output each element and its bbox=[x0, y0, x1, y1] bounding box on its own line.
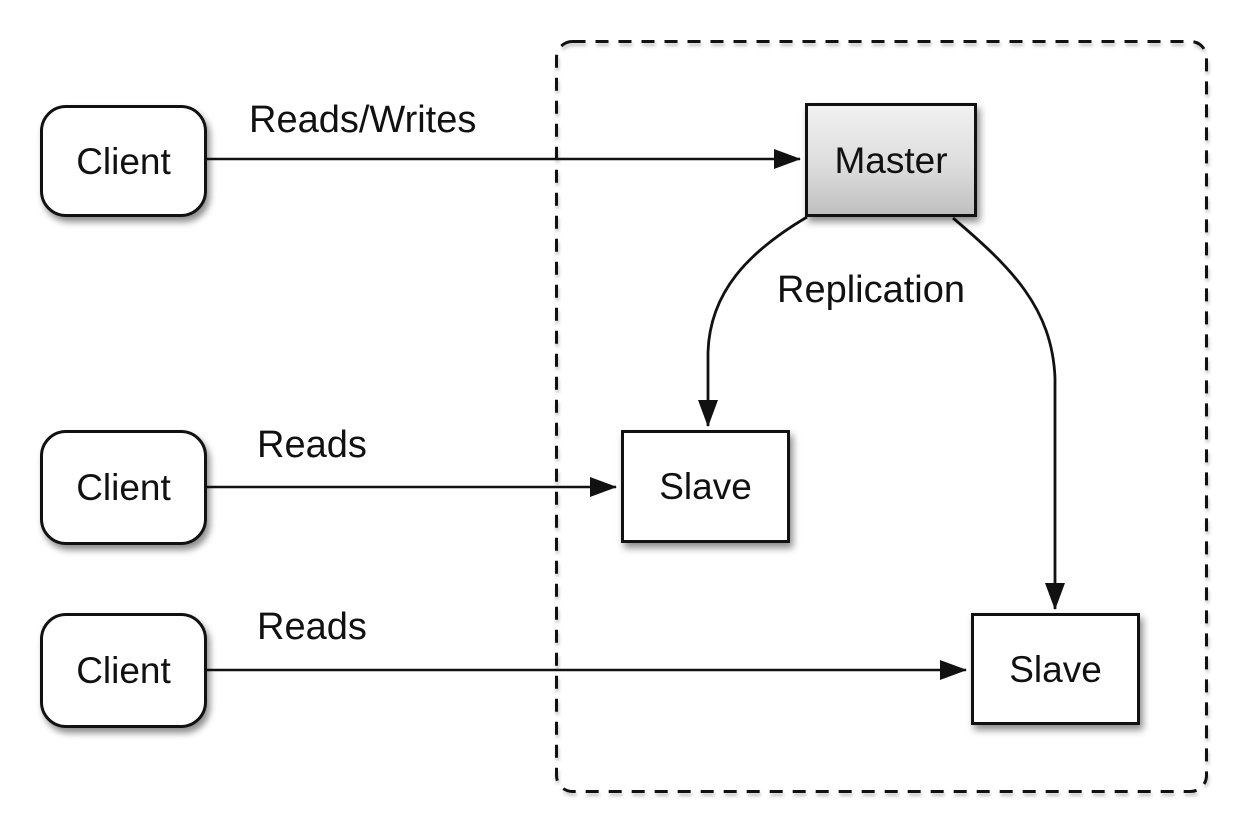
node-slave-left-label: Slave bbox=[659, 466, 752, 507]
node-slave-right-label: Slave bbox=[1009, 648, 1102, 690]
node-master: Master bbox=[805, 103, 977, 217]
replication-edge-label: Replication bbox=[777, 269, 965, 311]
reads-writes-edge-label: Reads/Writes bbox=[249, 99, 477, 141]
replication-arrow-left bbox=[698, 215, 808, 427]
node-client-top-label: Client bbox=[76, 140, 171, 182]
node-client-middle-label: Client bbox=[76, 467, 171, 508]
node-slave-left: Slave bbox=[621, 430, 790, 543]
node-client-bottom: Client bbox=[40, 613, 207, 728]
node-master-label: Master bbox=[834, 139, 948, 181]
node-slave-right: Slave bbox=[971, 613, 1140, 725]
node-client-bottom-label: Client bbox=[76, 650, 171, 691]
node-client-middle: Client bbox=[40, 430, 207, 545]
reads-bottom-edge-label: Reads bbox=[257, 606, 367, 648]
replication-arrow-right bbox=[952, 216, 1065, 610]
reads-middle-edge-label: Reads bbox=[257, 424, 367, 466]
node-client-top: Client bbox=[40, 105, 207, 217]
cluster-boundary bbox=[555, 40, 1208, 793]
